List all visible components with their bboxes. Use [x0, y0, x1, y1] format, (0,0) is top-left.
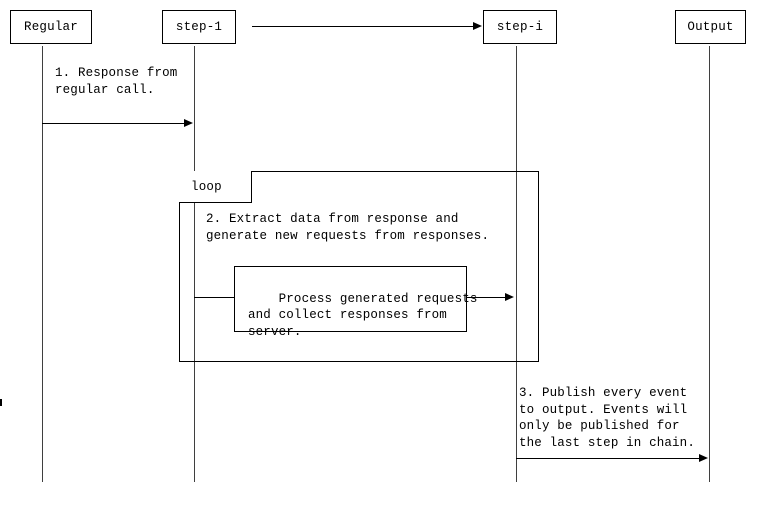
loop-fragment-operator-text: loop: [191, 179, 222, 194]
note-box-process-generated-requests[interactable]: Process generated requests and collect r…: [234, 266, 477, 339]
loop-fragment-operator-label: loop: [179, 171, 252, 203]
participant-box-output[interactable]: Output: [675, 10, 746, 44]
message-line-publish-every-event: [516, 458, 700, 459]
message-arrowhead-process-generated-requests: [505, 292, 514, 301]
message-arrowhead-continuation: [473, 21, 482, 30]
message-arrowhead-publish-every-event: [699, 453, 708, 462]
participant-label-output: Output: [687, 19, 734, 34]
participant-box-step-1[interactable]: step-1: [162, 10, 236, 44]
message-line-response-from-regular-call: [42, 123, 185, 124]
participant-box-regular[interactable]: Regular: [10, 10, 92, 44]
loop-fragment-body-text: 2. Extract data from response and genera…: [206, 212, 490, 243]
message-arrowhead-response-from-regular-call: [184, 118, 193, 127]
message-label-publish-every-event: 3. Publish every event to output. Events…: [519, 386, 695, 450]
participant-box-step-i[interactable]: step-i: [483, 10, 557, 44]
lifeline-regular: [42, 46, 43, 482]
participant-label-step-i: step-i: [496, 19, 544, 34]
lifeline-output: [709, 46, 710, 482]
participant-label-regular: Regular: [24, 19, 78, 34]
note-text-process-generated-requests: Process generated requests and collect r…: [248, 291, 478, 339]
message-label-response-from-regular-call: 1. Response from regular call.: [55, 66, 178, 97]
lifeline-step-i: [516, 46, 517, 482]
loop-fragment[interactable]: [179, 171, 539, 362]
participant-label-step-1: step-1: [175, 19, 223, 34]
lifeline-step-1: [194, 46, 195, 482]
left-edge-artifact: [0, 399, 2, 406]
message-line-continuation: [252, 26, 475, 27]
